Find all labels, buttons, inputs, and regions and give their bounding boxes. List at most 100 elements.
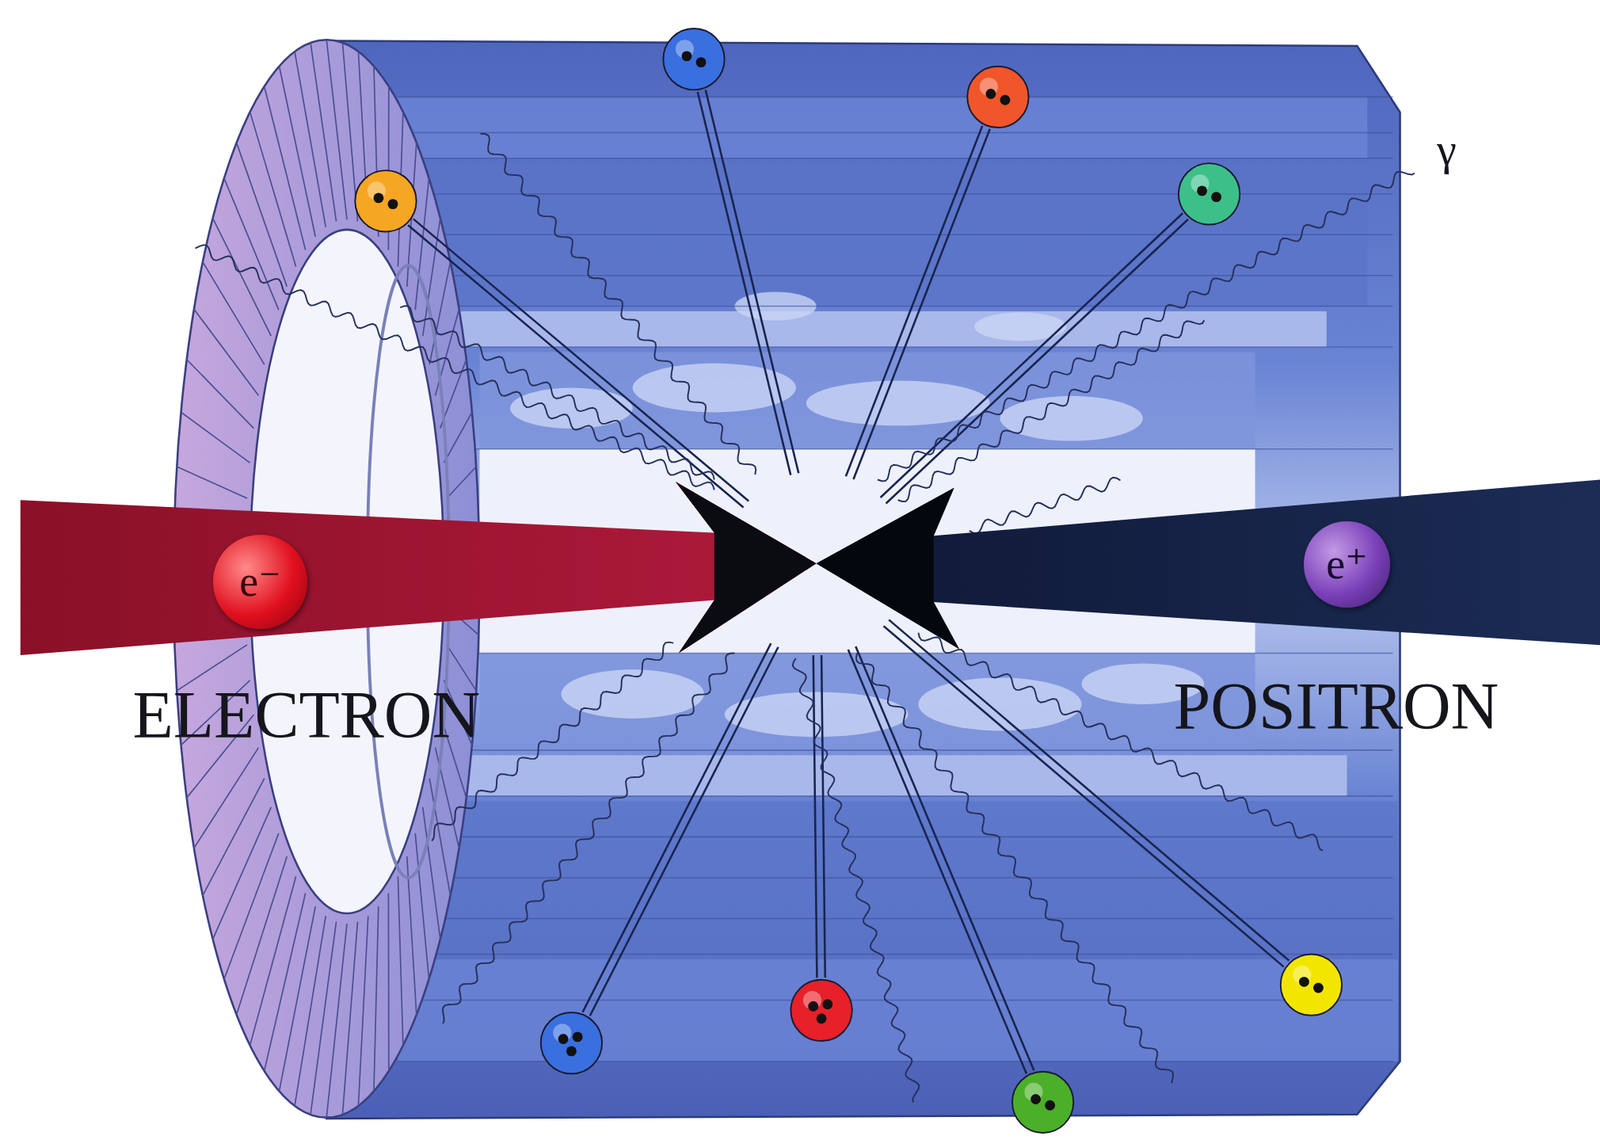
quark-dot [807, 1001, 819, 1012]
quark-dot [1299, 976, 1310, 987]
segment-line [326, 923, 347, 1118]
track-line [813, 655, 818, 978]
segment-line [264, 86, 306, 250]
segment-line [213, 217, 272, 336]
beam-label: POSITRON [1173, 673, 1500, 740]
quark-dot [816, 1013, 827, 1024]
segment-line [279, 66, 317, 237]
quark-dot [985, 88, 996, 100]
segment-line [236, 142, 288, 287]
track-line [582, 643, 772, 1013]
cloud-patch [510, 388, 633, 430]
segment-line [202, 262, 265, 366]
layer-line [397, 305, 1393, 308]
segment-line [294, 51, 326, 228]
photon-wave [856, 652, 1174, 1083]
layer-line [397, 918, 1393, 920]
layer-line [397, 836, 1393, 839]
particle-symbol: e⁻ [239, 560, 281, 603]
quark-dot [388, 198, 399, 210]
quark-sphere [662, 28, 724, 90]
segment-line [194, 747, 260, 849]
quark-sphere [1178, 163, 1240, 225]
segment-line [444, 411, 473, 463]
quark-dot [681, 50, 693, 61]
layer-line [397, 193, 1393, 195]
layer-line [397, 795, 1393, 797]
tracker-layer [428, 754, 1347, 797]
quark-ball [354, 170, 416, 232]
calorimeter-layer [397, 800, 1399, 954]
layer-line [397, 448, 1393, 450]
photon-wave [898, 320, 1205, 502]
segment-line [358, 915, 368, 1106]
layer-line [397, 876, 1393, 879]
quark-dot [1000, 95, 1011, 106]
quark-dot [572, 1031, 583, 1042]
cloud-patch [632, 363, 797, 413]
quark-sphere [540, 1012, 602, 1074]
quark-dot [1211, 191, 1222, 202]
positron-beam-arrow [816, 479, 1600, 649]
photon-wave [195, 244, 715, 490]
segment-line [224, 833, 279, 980]
track-line [855, 646, 1034, 1071]
layer-line [397, 157, 1393, 160]
cloud-patch [918, 677, 1082, 731]
track-line [697, 91, 791, 476]
quark-dot [558, 1033, 569, 1044]
particle-circle: e⁺ [1303, 521, 1390, 607]
photon-wave [918, 632, 1322, 851]
quark-ball [1280, 954, 1342, 1016]
segment-line [176, 466, 248, 499]
quark-dot [1313, 982, 1324, 994]
quark-particles [354, 28, 1342, 1133]
quark-sphere [1012, 1071, 1074, 1133]
quark-dot [373, 192, 385, 203]
layer-line [397, 953, 1393, 956]
quark-ball [1178, 163, 1240, 225]
segment-line [397, 876, 403, 1045]
track-line [886, 219, 1189, 504]
segment-line [264, 892, 306, 1071]
segment-line [373, 906, 379, 1091]
quark-ball [1012, 1071, 1074, 1133]
segment-line [407, 856, 417, 1015]
track-line [407, 224, 743, 507]
tracker-layer [428, 311, 1327, 347]
segment-line [279, 906, 317, 1091]
quark-ball [662, 28, 724, 90]
segment-line [310, 42, 336, 221]
photon-symbol: γ [1436, 127, 1457, 172]
quark-ball [967, 66, 1029, 128]
positron-arrow-head [816, 487, 960, 650]
track-line [845, 125, 983, 477]
outer-layer [397, 96, 1368, 158]
photon-wave [400, 305, 714, 480]
segment-line [186, 359, 255, 429]
segment-line [224, 178, 279, 310]
segment-line [415, 178, 429, 310]
segment-line [250, 111, 297, 267]
inner-layer [479, 351, 1255, 449]
quark-dot [566, 1045, 577, 1056]
quark-dot [1196, 185, 1208, 196]
inner-layer [479, 652, 1255, 750]
layer-line [397, 749, 1393, 751]
electron-arrow-head [675, 481, 817, 653]
quark-dot [696, 57, 707, 68]
track-line [888, 619, 1289, 960]
quark-dot [1030, 1093, 1041, 1105]
beam-label: ELECTRON [132, 681, 480, 749]
segment-line [342, 921, 358, 1114]
cloud-patch [1000, 396, 1143, 442]
layer-line [397, 234, 1393, 237]
segment-line [202, 778, 265, 896]
quark-ball [540, 1012, 602, 1074]
segment-line [194, 308, 260, 396]
layer-line [397, 999, 1393, 1002]
segment-line [294, 915, 326, 1106]
quark-dot [822, 998, 833, 1010]
segment-line [429, 262, 450, 366]
